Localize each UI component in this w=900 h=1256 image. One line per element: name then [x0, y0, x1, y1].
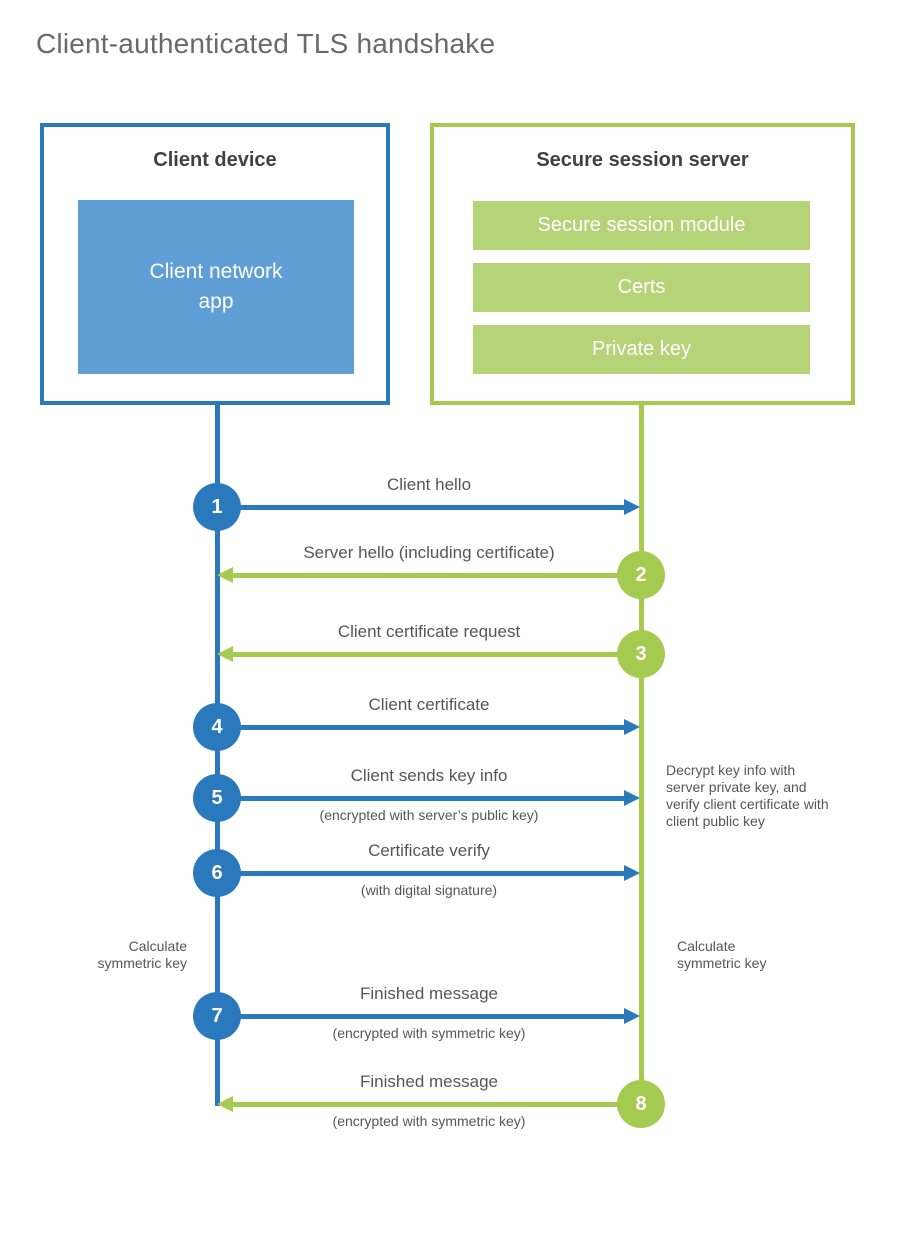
step-circle: 3 — [617, 630, 665, 678]
message-sublabel: (encrypted with symmetric key) — [332, 1025, 526, 1041]
step-circle: 8 — [617, 1080, 665, 1128]
step-circle: 4 — [193, 703, 241, 751]
arrow-line — [233, 652, 641, 657]
arrow-right-icon — [624, 719, 640, 735]
message-label: Finished message — [360, 984, 498, 1003]
arrow-line — [217, 505, 625, 510]
arrow-line — [233, 1102, 641, 1107]
step-circle: 2 — [617, 551, 665, 599]
arrow-left-icon — [217, 567, 233, 583]
step-circle: 5 — [193, 774, 241, 822]
arrow-line — [217, 1014, 625, 1019]
step-circle: 7 — [193, 992, 241, 1040]
arrow-right-icon — [624, 865, 640, 881]
private-key-bar: Private key — [473, 325, 810, 374]
arrow-right-icon — [624, 790, 640, 806]
step-circle: 1 — [193, 483, 241, 531]
message-sublabel: (encrypted with symmetric key) — [332, 1113, 526, 1129]
note-decrypt-key-info: Decrypt key info with server private key… — [666, 762, 829, 829]
arrow-line — [217, 796, 625, 801]
client-network-app-box: Client network app — [78, 200, 354, 374]
arrow-line — [217, 725, 625, 730]
secure-session-server-heading: Secure session server — [536, 149, 749, 171]
arrow-right-icon — [624, 499, 640, 515]
message-sublabel: (encrypted with server’s public key) — [319, 807, 539, 823]
client-device-heading: Client device — [153, 149, 277, 171]
message-label: Certificate verify — [368, 841, 490, 860]
server-lifeline — [638, 405, 644, 1104]
arrow-line — [217, 871, 625, 876]
note-calculate-symmetric-key-client: Calculate symmetric key — [97, 938, 187, 971]
arrow-line — [233, 573, 641, 578]
arrow-left-icon — [217, 1096, 233, 1112]
page-title: Client-authenticated TLS handshake — [36, 28, 496, 59]
certs-bar: Certs — [473, 263, 810, 312]
message-label: Finished message — [360, 1072, 498, 1091]
message-label: Client certificate — [368, 695, 490, 714]
secure-session-module-bar: Secure session module — [473, 201, 810, 250]
arrow-left-icon — [217, 646, 233, 662]
client-lifeline — [214, 405, 220, 1106]
message-label: Server hello (including certificate) — [303, 543, 555, 562]
message-label: Client certificate request — [337, 622, 521, 641]
arrow-right-icon — [624, 1008, 640, 1024]
message-label: Client hello — [386, 475, 472, 494]
note-calculate-symmetric-key-server: Calculate symmetric key — [677, 938, 767, 971]
message-sublabel: (with digital signature) — [360, 882, 498, 898]
step-circle: 6 — [193, 849, 241, 897]
message-label: Client sends key info — [350, 766, 508, 785]
